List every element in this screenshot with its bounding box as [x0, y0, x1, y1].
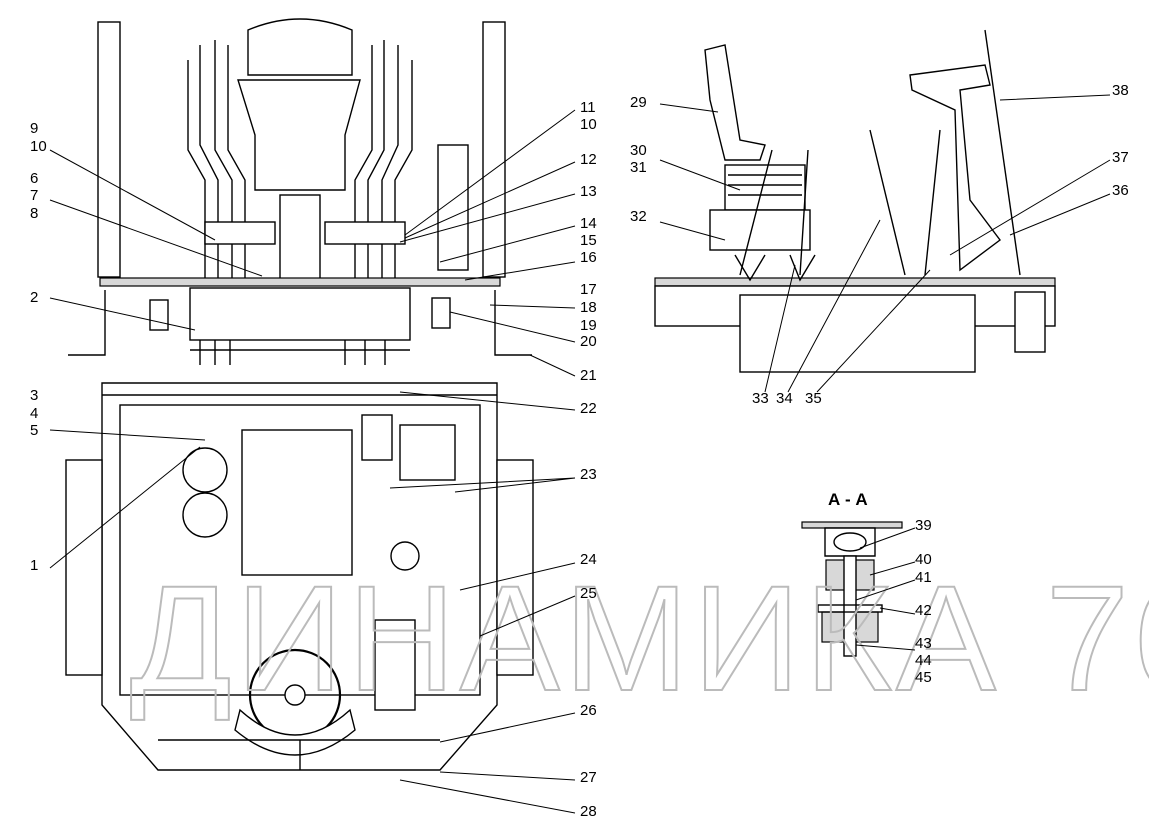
rear-fitting — [1014, 291, 1046, 353]
floor-plate — [99, 277, 501, 287]
callout: 20 — [580, 333, 597, 350]
left-side-panel — [65, 459, 103, 676]
steering-column-side — [909, 64, 1001, 272]
control-unit — [399, 424, 456, 481]
callout: 15 — [580, 232, 597, 249]
callout: 41 — [915, 569, 932, 586]
callout: 18 — [580, 299, 597, 316]
dashboard — [234, 708, 356, 756]
cab-frame — [68, 290, 532, 356]
seat-suspension — [724, 164, 806, 211]
right-side-panel — [496, 459, 534, 676]
callout: 9 — [30, 120, 38, 137]
callout: 40 — [915, 551, 932, 568]
distributor-side — [739, 294, 976, 373]
filter-canister — [182, 492, 228, 538]
pin — [843, 555, 857, 657]
callout: 5 — [30, 422, 38, 439]
plan-view — [65, 382, 534, 771]
steering-wheel — [247, 18, 353, 76]
leader-lines — [49, 94, 1111, 814]
watermark: ДИНАМИКА 76 — [130, 554, 1149, 722]
hydraulic-distributor — [189, 287, 411, 341]
callout: 22 — [580, 400, 597, 417]
callout: 39 — [915, 517, 932, 534]
right-post — [482, 21, 506, 278]
callout: 14 — [580, 215, 597, 232]
callout: 24 — [580, 551, 597, 568]
callout: 33 — [752, 390, 769, 407]
right-valve-bank — [324, 221, 406, 245]
steering-column-boot — [237, 79, 361, 191]
pedal-boots — [734, 254, 816, 282]
section-a-a — [801, 521, 903, 657]
callout: 43 — [915, 635, 932, 652]
callout: 38 — [1112, 82, 1129, 99]
callout: 8 — [30, 205, 38, 222]
callout: 12 — [580, 151, 597, 168]
side-floor-plate — [654, 277, 1056, 287]
callout: 1 — [30, 557, 38, 574]
seat-plan — [241, 429, 353, 576]
seat-base — [709, 209, 811, 251]
seat-side — [704, 44, 766, 161]
callout: 35 — [805, 390, 822, 407]
mount-box — [361, 414, 393, 461]
side-view — [654, 29, 1056, 373]
callout: 27 — [580, 769, 597, 786]
callout: 4 — [30, 405, 38, 422]
left-valve-bank — [204, 221, 276, 245]
section-plate — [801, 521, 903, 529]
callout: 26 — [580, 702, 597, 719]
column-base — [279, 194, 321, 281]
callout: 42 — [915, 602, 932, 619]
callout: 10 — [30, 138, 47, 155]
callout: 17 — [580, 281, 597, 298]
side-levers — [739, 129, 941, 276]
callout: 28 — [580, 803, 597, 820]
section-housing — [824, 527, 876, 557]
callout-labels: 9 10 6 7 8 2 3 4 5 1 11 10 12 13 14 15 1… — [30, 82, 1129, 820]
callout: 10 — [580, 116, 597, 133]
front-view — [68, 18, 532, 365]
callout: 45 — [915, 669, 932, 686]
callout: 16 — [580, 249, 597, 266]
left-post — [97, 21, 121, 278]
lever-block — [374, 619, 416, 711]
callout: 34 — [776, 390, 793, 407]
callout: 21 — [580, 367, 597, 384]
callout: 37 — [1112, 149, 1129, 166]
callout: 23 — [580, 466, 597, 483]
callout: 3 — [30, 387, 38, 404]
callout: 32 — [630, 208, 647, 225]
section-spring — [833, 532, 867, 552]
steering-hub — [284, 684, 306, 706]
callout: 2 — [30, 289, 38, 306]
callout: 36 — [1112, 182, 1129, 199]
right-fitting — [431, 297, 451, 329]
callout: 25 — [580, 585, 597, 602]
callout: 11 — [580, 99, 596, 116]
filter-canister — [182, 447, 228, 493]
callout: 30 — [630, 142, 647, 159]
front-step — [158, 739, 440, 770]
callout: 6 — [30, 170, 38, 187]
callout: 19 — [580, 317, 597, 334]
callout: 29 — [630, 94, 647, 111]
gauge — [390, 541, 420, 571]
callout: 7 — [30, 187, 38, 204]
distributor-ports — [190, 340, 410, 365]
left-fitting — [149, 299, 169, 331]
callout: 31 — [630, 159, 647, 176]
control-levers — [187, 40, 413, 280]
column-lever — [984, 29, 1021, 276]
callout: 44 — [915, 652, 932, 669]
callout: 13 — [580, 183, 597, 200]
section-title: А - А — [828, 490, 868, 509]
